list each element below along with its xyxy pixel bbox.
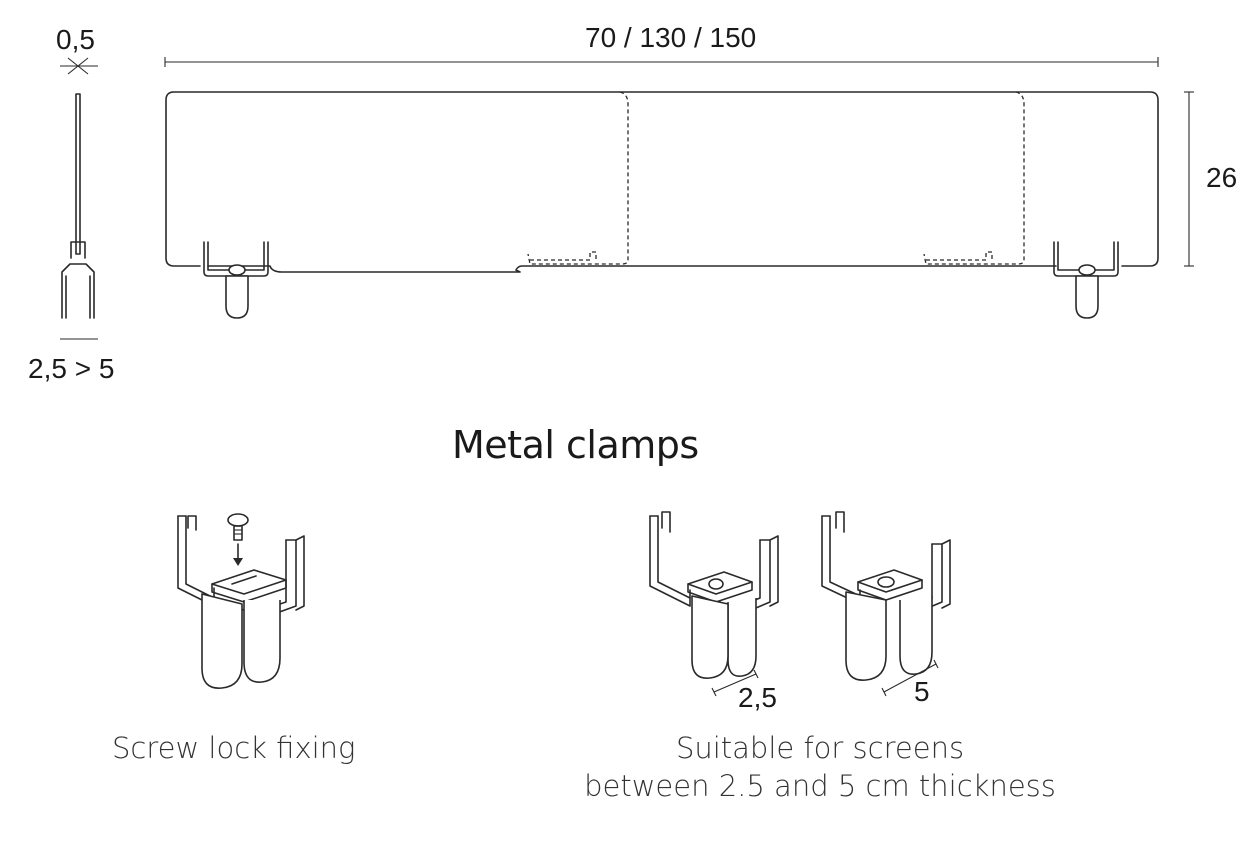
suitable-caption-line2: between 2.5 and 5 cm thickness — [584, 769, 1056, 803]
small-clamp-illustration — [649, 511, 779, 697]
screen-panel — [165, 91, 1159, 273]
large-clamp-size-label: 5 — [914, 676, 930, 707]
length-label: 70 / 130 / 150 — [585, 22, 757, 53]
screw-lock-clamp-illustration — [177, 513, 305, 689]
side-profile-view — [60, 57, 98, 340]
left-mounted-clamp — [203, 241, 269, 319]
screw-lock-caption: Screw lock fixing — [112, 731, 356, 765]
height-label: 26 — [1206, 162, 1238, 193]
length-dimension-line — [164, 57, 1159, 67]
thickness-label: 0,5 — [56, 24, 95, 55]
height-dimension-line — [1184, 91, 1194, 267]
right-mounted-clamp — [1053, 241, 1119, 319]
section-title: Metal clamps — [452, 423, 699, 467]
small-clamp-size-label: 2,5 — [738, 682, 777, 713]
suitable-caption-line1: Suitable for screens — [675, 731, 965, 765]
clamp-range-label: 2,5 > 5 — [28, 353, 115, 384]
large-clamp-illustration — [821, 511, 951, 697]
